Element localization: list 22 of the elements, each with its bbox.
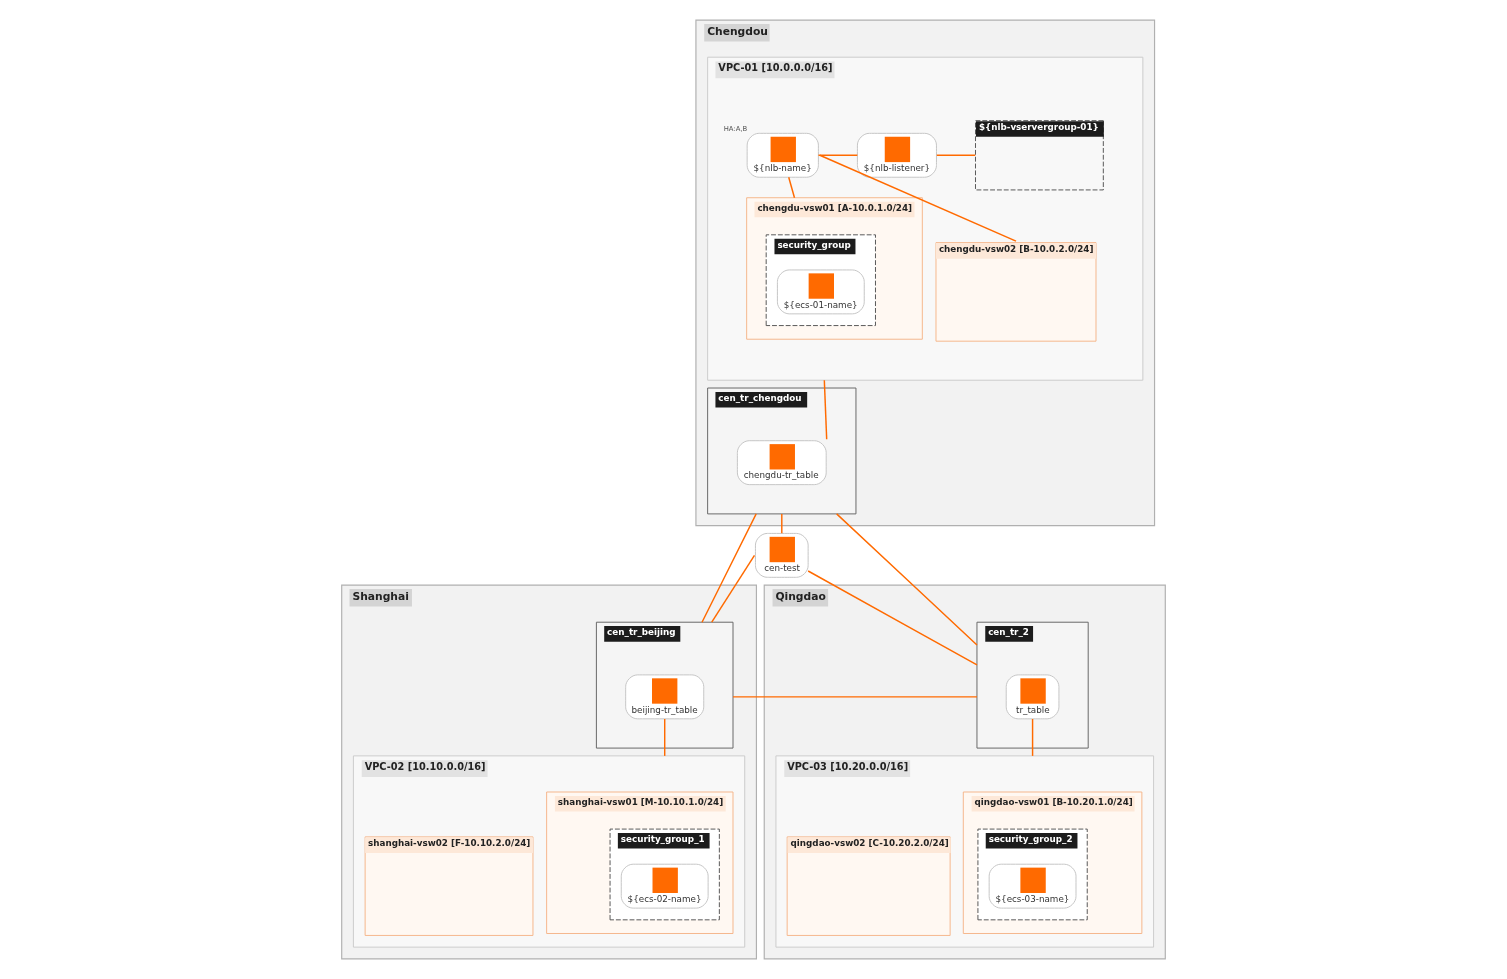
- node-box: tr_table: [1005, 674, 1060, 720]
- node-box: ${nlb-listener}: [856, 132, 937, 178]
- connector: [732, 696, 978, 698]
- connector: [807, 570, 978, 666]
- connector: [819, 154, 1017, 242]
- node-box: ${ecs-02-name}: [620, 863, 709, 909]
- connector: [817, 154, 859, 156]
- node-box: ${nlb-name}: [746, 132, 819, 178]
- connector: [711, 554, 756, 623]
- node-box: chengdu-tr_table: [736, 440, 827, 486]
- connector: [823, 379, 828, 440]
- node-box: ${ecs-03-name}: [988, 863, 1077, 909]
- node-box: beijing-tr_table: [625, 674, 705, 720]
- connector: [1031, 718, 1034, 757]
- connector: [788, 176, 796, 199]
- connector: [781, 513, 783, 534]
- connector: [936, 154, 976, 156]
- connector: [835, 513, 978, 646]
- connector: [663, 718, 666, 757]
- node-box: ${ecs-01-name}: [776, 269, 865, 315]
- connector: [701, 513, 757, 623]
- node-box: cen-test: [754, 532, 809, 578]
